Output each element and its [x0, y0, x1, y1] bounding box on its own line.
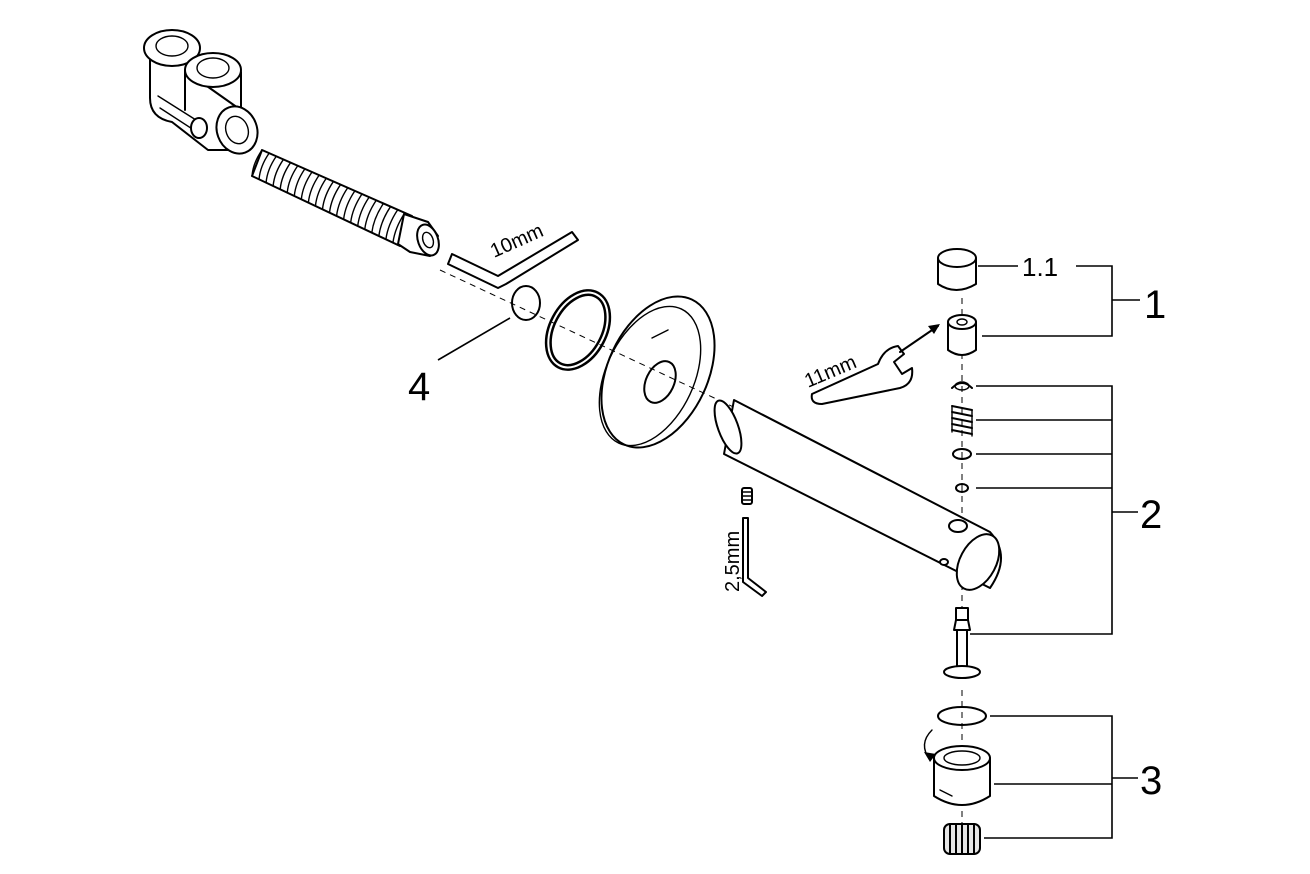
bracket-1 [982, 265, 1113, 337]
callout-4: 4 [408, 365, 430, 409]
hose-rib [357, 196, 370, 227]
aerator-o-ring [937, 706, 987, 726]
cap [937, 248, 977, 291]
aerator-housing [933, 745, 991, 806]
wrench-11mm: 11mm [801, 324, 940, 405]
callout-1: 1 [1144, 283, 1166, 327]
retaining-clip [951, 381, 973, 391]
aerator-insert [943, 823, 981, 855]
bracket-2 [970, 385, 1113, 635]
wall-mounting-block [143, 29, 259, 155]
hose-rib [251, 149, 263, 177]
washer [952, 448, 972, 460]
hose-rib [385, 209, 399, 241]
hose-rib [342, 190, 356, 221]
hose-rib [258, 152, 270, 181]
callout-1-1: 1.1 [1022, 252, 1058, 282]
hose-rib [293, 168, 306, 197]
hose-rib [279, 161, 292, 191]
hex-key-2-5mm-label: 2,5mm [722, 531, 744, 592]
spout-body [713, 399, 1002, 591]
hex-key-2-5mm: 2,5mm [722, 517, 767, 597]
callout-3: 3 [1140, 759, 1162, 803]
hose-rib [335, 187, 349, 217]
hose-rib [307, 174, 320, 204]
hose-rib [328, 183, 342, 214]
hose-rib [378, 205, 392, 237]
small-o-ring [511, 285, 541, 321]
adapter-nut [947, 314, 977, 356]
bracket-3 [984, 715, 1113, 839]
hose-rib [314, 177, 327, 207]
grub-screw [741, 487, 753, 505]
hose-rib [286, 165, 299, 194]
callout-2: 2 [1140, 493, 1162, 537]
flexible-hose [251, 149, 440, 257]
small-seal [955, 483, 969, 493]
hose-rib [371, 202, 385, 234]
hose-rib [349, 193, 363, 224]
hex-key-10mm: 10mm [447, 220, 579, 289]
leader-4 [437, 317, 511, 361]
spring [951, 405, 973, 437]
hose-rib [321, 180, 335, 211]
hose-rib [364, 199, 377, 231]
hose-rib [265, 155, 277, 184]
valve-stem [943, 607, 981, 679]
hose-rib [272, 158, 285, 187]
hose-rib [300, 171, 313, 201]
large-o-ring [544, 289, 612, 371]
rotation-arrowhead [924, 752, 936, 762]
